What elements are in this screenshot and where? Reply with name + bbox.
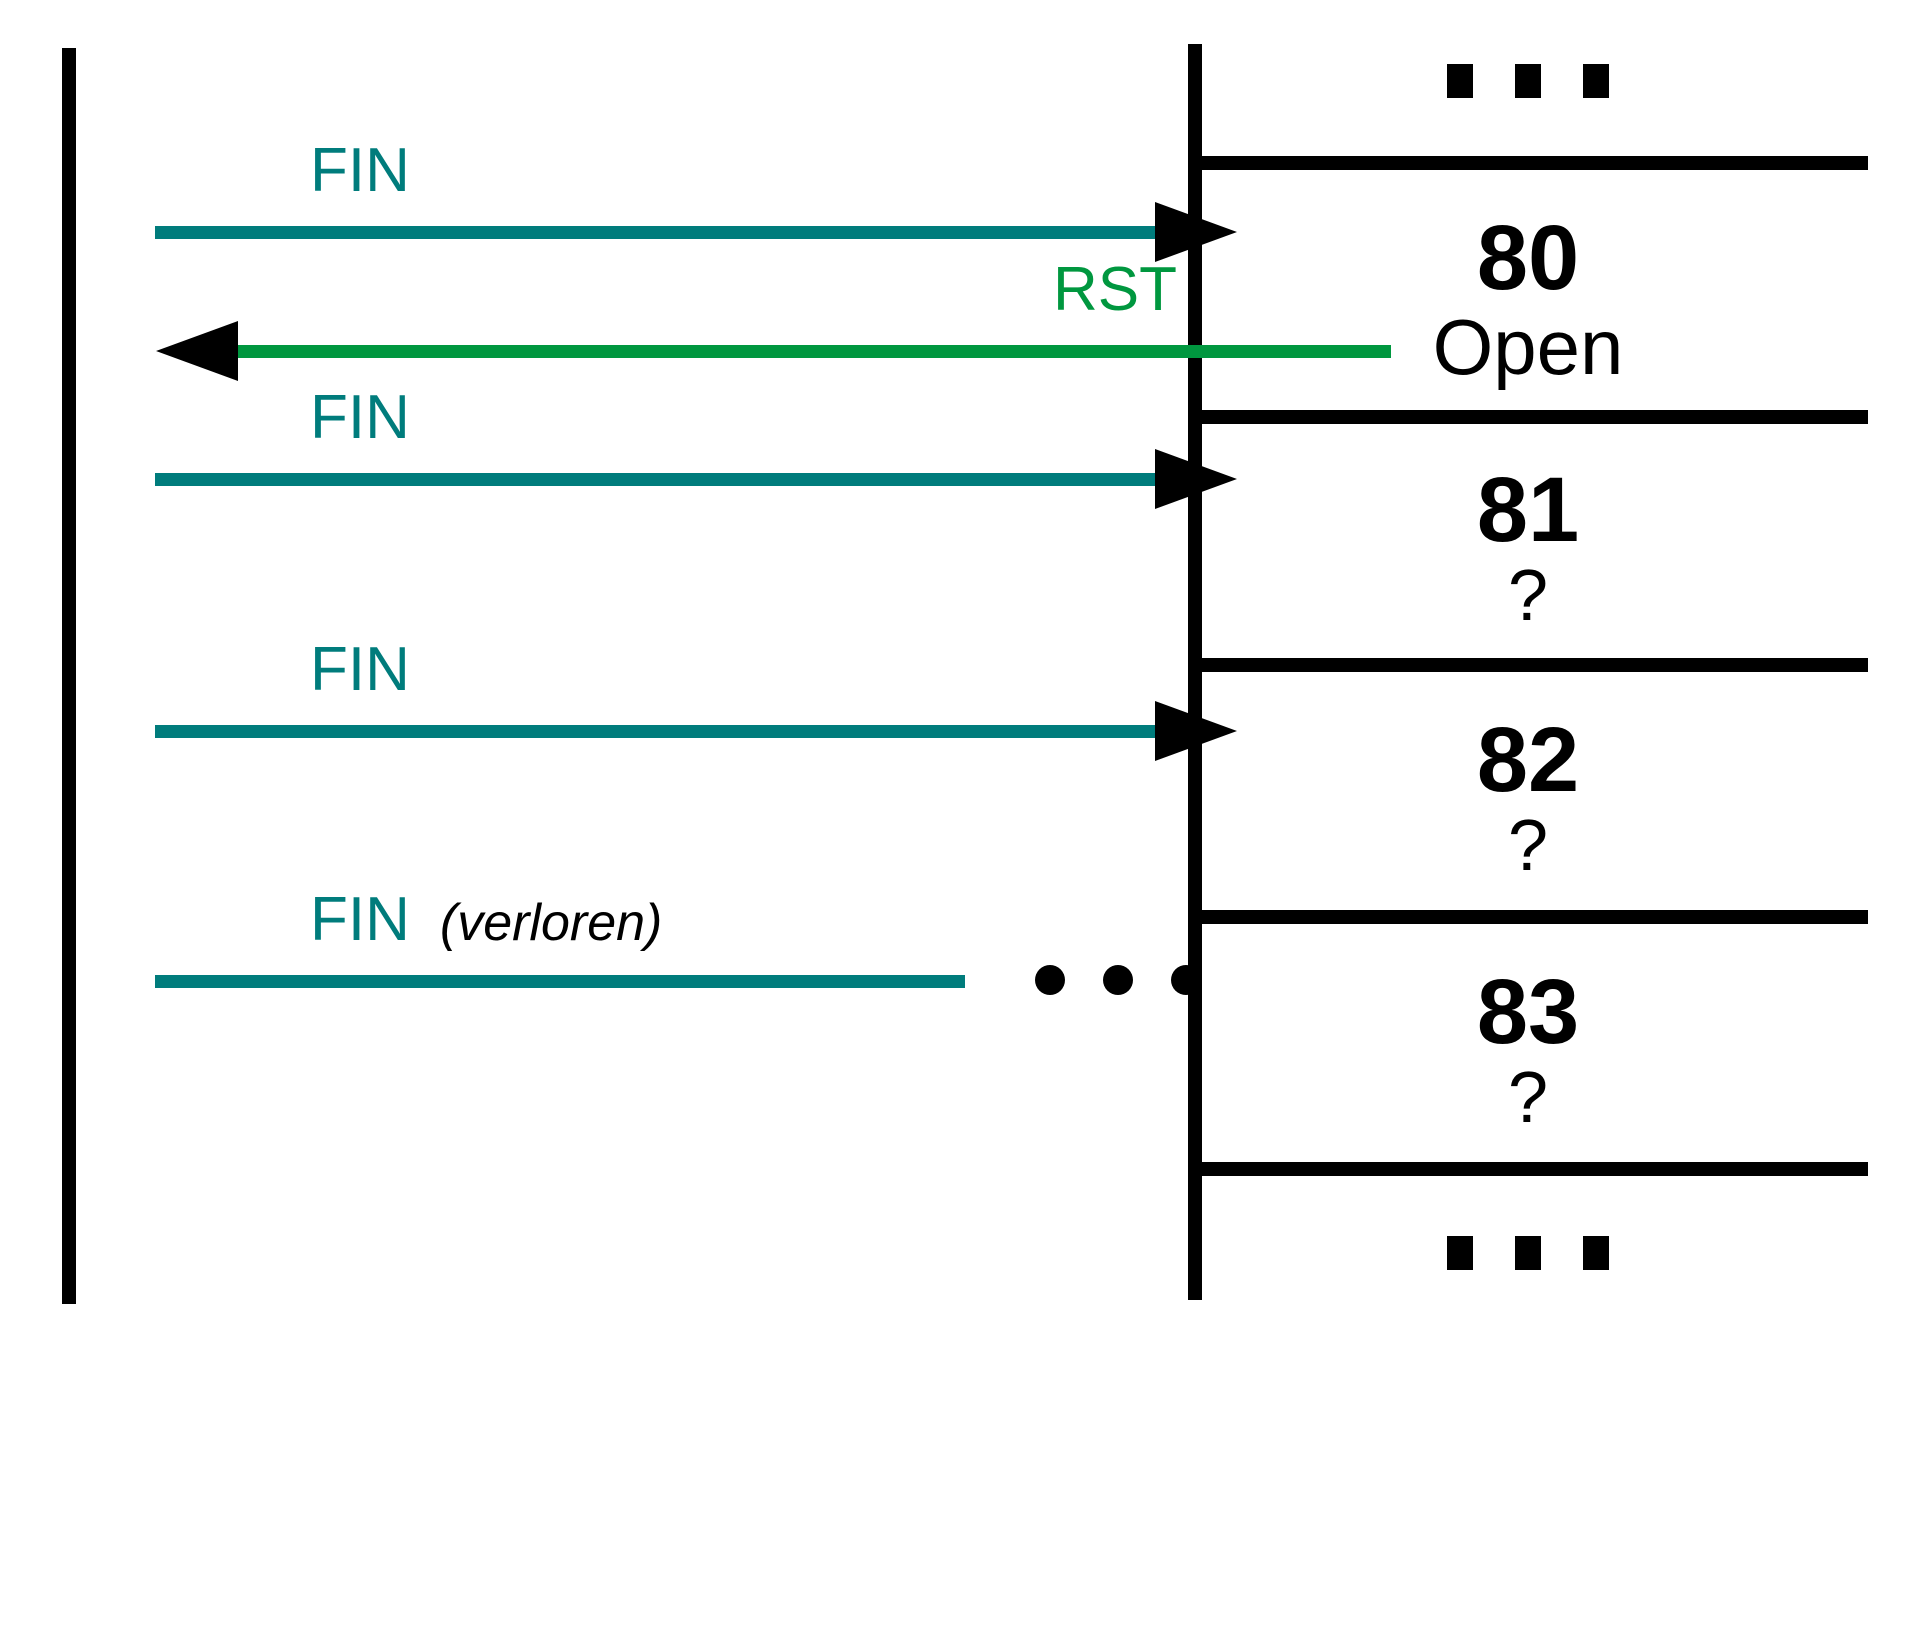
- port-state: ?: [1507, 556, 1549, 636]
- port-state: Open: [1432, 303, 1624, 391]
- client-timeline: [62, 48, 76, 1304]
- message-annotation: (verloren): [439, 894, 663, 952]
- port-number: 80: [1476, 207, 1580, 309]
- message-line: [155, 975, 965, 988]
- port-number: 81: [1476, 459, 1580, 561]
- port-number: 82: [1476, 709, 1580, 811]
- message-line: [155, 226, 1155, 239]
- message-label-text: FIN: [310, 885, 410, 954]
- port-divider: [1188, 910, 1868, 924]
- arrowhead-right-icon: [1155, 449, 1237, 509]
- port-row-80: 80 Open: [1188, 212, 1868, 386]
- port-divider: [1188, 1162, 1868, 1176]
- message-label: FIN: [310, 383, 410, 452]
- port-row: [1188, 1236, 1868, 1270]
- port-row-83: 83 ?: [1188, 966, 1868, 1134]
- port-row: [1188, 64, 1868, 98]
- arrowhead-left-icon: [156, 321, 238, 381]
- ellipsis-icon: [1188, 64, 1868, 98]
- port-state: ?: [1507, 806, 1549, 886]
- port-state: ?: [1507, 1058, 1549, 1138]
- message-label: FIN: [310, 635, 410, 704]
- port-row-81: 81 ?: [1188, 464, 1868, 632]
- message-label: FIN(verloren): [310, 889, 662, 951]
- port-divider: [1188, 156, 1868, 170]
- message-label: RST: [1053, 255, 1177, 324]
- lost-ellipsis-icon: [1035, 965, 1201, 995]
- arrowhead-right-icon: [1155, 701, 1237, 761]
- message-label: FIN: [310, 136, 410, 205]
- port-divider: [1188, 658, 1868, 672]
- message-line: [238, 345, 1391, 358]
- ellipsis-icon: [1188, 1236, 1868, 1270]
- port-divider: [1188, 410, 1868, 424]
- message-line: [155, 725, 1155, 738]
- message-line: [155, 473, 1155, 486]
- port-row-82: 82 ?: [1188, 714, 1868, 882]
- port-number: 83: [1476, 961, 1580, 1063]
- arrowhead-right-icon: [1155, 202, 1237, 262]
